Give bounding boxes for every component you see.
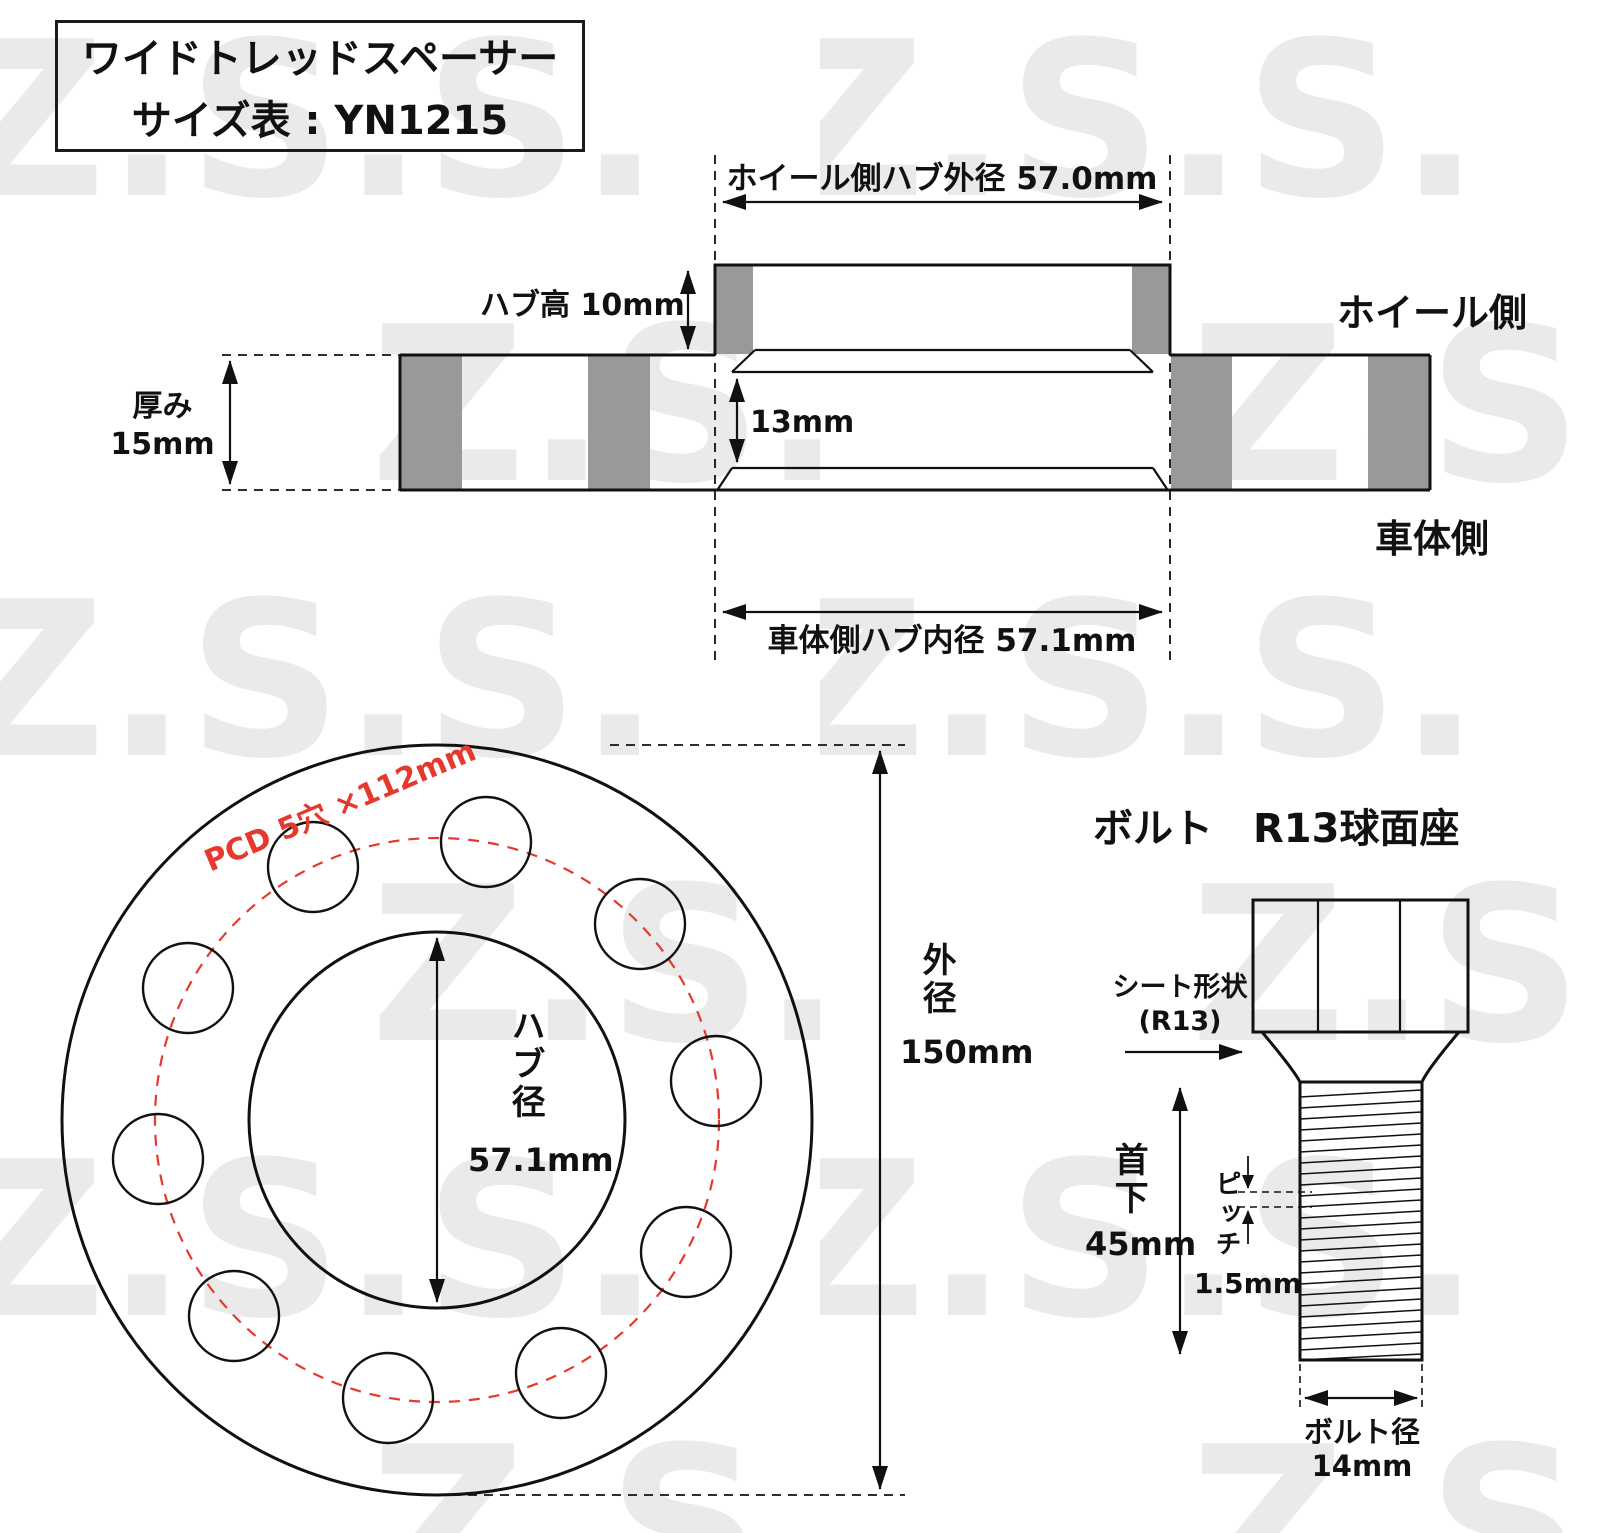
bolt-dia-value: 14mm xyxy=(1311,1449,1413,1483)
bolt-head xyxy=(1251,898,1470,1034)
pitch-label: ピッチ xyxy=(1210,1170,1241,1260)
hub-inner-dia-label: 車体側ハブ内径 57.1mm xyxy=(767,623,1137,659)
hub-protrusion-outline xyxy=(713,263,1172,355)
bolt-hole xyxy=(593,877,687,971)
bolt-hole xyxy=(187,1269,281,1363)
pitch-value: 1.5mm xyxy=(1194,1267,1302,1300)
bolt-hole xyxy=(111,1112,205,1206)
bolt-hole xyxy=(439,795,533,889)
outer-dia-label: 外径 xyxy=(916,942,957,1018)
hub-outer-dia-label: ホイール側ハブ外径 57.0mm xyxy=(726,161,1158,197)
bolt-drawing xyxy=(1125,898,1470,1412)
outer-dia-value: 150mm xyxy=(900,1033,1034,1071)
bolt-hole xyxy=(639,1205,733,1299)
hatch-blocks xyxy=(401,266,1429,489)
thickness-label: 厚み xyxy=(132,389,193,424)
pcd-circle xyxy=(153,836,721,1404)
bolt-seat-r13 xyxy=(1260,1031,1461,1083)
bolt-dia-label: ボルト径 xyxy=(1303,1415,1420,1449)
bolt-holes xyxy=(111,795,763,1445)
hub-bore-circle xyxy=(247,930,627,1310)
bolt-threads xyxy=(1299,1089,1423,1361)
bolt-hole xyxy=(341,1351,435,1445)
hub-dia-label: ハブ径 xyxy=(505,1008,546,1122)
spacer-plate-outline xyxy=(398,353,1432,492)
seat-shape-label-line1: シート形状 xyxy=(1112,972,1248,1003)
hub-height-label: ハブ高 10mm xyxy=(480,288,685,323)
front-view-drawing xyxy=(60,743,905,1497)
wheel-side-label: ホイール側 xyxy=(1337,291,1528,335)
under-head-label: 首下 xyxy=(1108,1142,1149,1218)
recess-depth-label: 13mm xyxy=(750,405,855,440)
bore-recess-lines xyxy=(717,348,1168,490)
page-title-line1: ワイドトレッドスペーサー xyxy=(81,36,559,82)
seat-shape-label-line2: (R13) xyxy=(1138,1006,1222,1037)
thickness-value: 15mm xyxy=(110,427,215,462)
cross-section-drawing xyxy=(222,155,1432,660)
bolt-shank xyxy=(1298,1080,1424,1362)
bolt-hole xyxy=(266,820,360,914)
hub-dia-value: 57.1mm xyxy=(468,1141,614,1179)
bolt-hole xyxy=(669,1034,763,1128)
bolt-hole xyxy=(514,1326,608,1420)
under-head-value: 45mm xyxy=(1085,1225,1197,1263)
bolt-head-facets xyxy=(1316,900,1402,1032)
page-title-line2: サイズ表 : YN1215 xyxy=(131,98,509,144)
bolt-hole xyxy=(141,941,235,1035)
body-side-label: 車体側 xyxy=(1375,517,1490,561)
title-box: ワイドトレッドスペーサー サイズ表 : YN1215 xyxy=(55,20,585,152)
bolt-title: ボルト R13球面座 xyxy=(1093,806,1460,852)
